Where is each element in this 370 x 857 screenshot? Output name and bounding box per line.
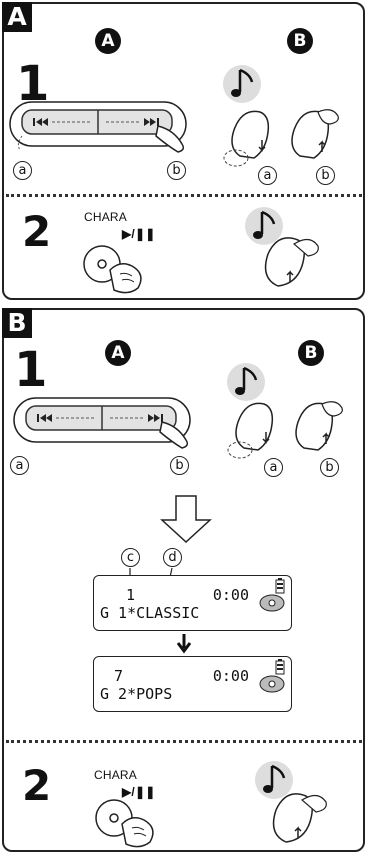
battery-icon: [275, 659, 285, 675]
play-button-illustration: [83, 245, 142, 294]
music-note-icon: [245, 207, 283, 245]
step-1-number: 1: [16, 56, 50, 112]
battery-icon: [275, 578, 285, 594]
step-2-number: 2: [22, 761, 52, 810]
down-arrow-icon: [160, 495, 212, 544]
label-a: a: [10, 456, 29, 475]
music-note-icon: [227, 363, 265, 401]
callout-c: c: [121, 548, 140, 567]
chara-label: CHARA: [84, 210, 128, 224]
callout-d: d: [163, 548, 182, 567]
skip-bar-illustration: [13, 397, 191, 449]
elapsed-time: 0:00: [212, 586, 249, 604]
play-button-illustration: [95, 799, 154, 848]
column-b-badge: B: [287, 28, 313, 54]
section-b-frame: [2, 308, 365, 852]
music-note-icon: [223, 65, 261, 103]
divider: [6, 194, 362, 197]
step-2-number: 2: [22, 207, 52, 256]
label-b: b: [167, 161, 186, 180]
label-a: a: [258, 166, 277, 185]
column-a-badge: A: [105, 340, 131, 366]
column-a-badge: A: [95, 28, 121, 54]
section-b-tag: B: [2, 308, 32, 338]
skip-forward-icon: [144, 118, 159, 126]
lcd-display-2: 7 0:00 G 2*POPS: [93, 656, 292, 712]
group-genre: G 2*POPS: [100, 685, 173, 703]
label-b: b: [316, 166, 335, 185]
section-a-tag: A: [2, 2, 32, 32]
step-1-number: 1: [14, 342, 48, 398]
column-b-badge: B: [298, 340, 324, 366]
skip-bar-illustration: [9, 101, 187, 153]
music-note-icon: [255, 761, 293, 799]
track-number: 7: [114, 667, 124, 685]
label-b: b: [170, 456, 189, 475]
divider: [6, 740, 362, 743]
skip-back-icon: [33, 118, 48, 126]
play-pause-label: ▶/❚❚: [122, 785, 156, 799]
elapsed-time: 0:00: [212, 667, 249, 685]
label-b: b: [320, 458, 339, 477]
arrow-down-icon: [176, 634, 192, 654]
play-pause-label: ▶/❚❚: [122, 227, 156, 241]
hand-press-icon: [227, 401, 343, 459]
chara-label: CHARA: [94, 768, 138, 782]
hand-press-icon: [272, 793, 327, 843]
disc-icon: [259, 594, 285, 612]
label-a: a: [13, 161, 32, 180]
skip-back-icon: [37, 414, 52, 422]
section-a-frame: [2, 2, 365, 300]
group-genre: G 1*CLASSIC: [100, 604, 200, 622]
track-number: 1: [126, 586, 136, 604]
hand-press-icon: [223, 109, 339, 167]
skip-forward-icon: [148, 414, 163, 422]
label-a: a: [264, 458, 283, 477]
disc-icon: [259, 675, 285, 693]
lcd-display-1: 1 0:00 G 1*CLASSIC: [93, 575, 292, 631]
hand-press-icon: [264, 237, 319, 287]
